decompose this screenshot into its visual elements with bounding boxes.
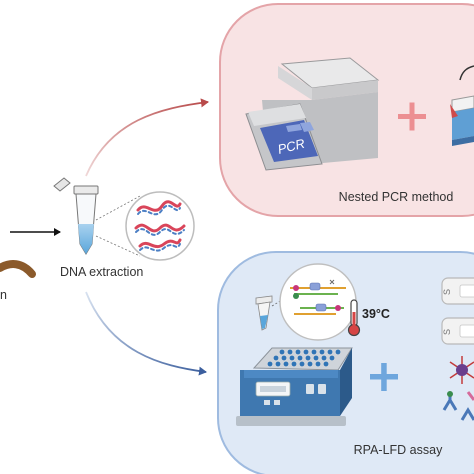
microtube-icon <box>255 295 273 331</box>
left-partial-label: n <box>0 288 7 302</box>
to-nested-pcr-arrow <box>85 98 209 177</box>
tube-icon <box>53 177 99 255</box>
rpa-lfd-label: RPA-LFD assay <box>354 443 443 457</box>
strip-mark-2: S <box>442 329 452 335</box>
temperature-label: 39°C <box>362 307 390 321</box>
sample-icon <box>0 260 36 278</box>
reaction-magnifier-icon <box>279 263 357 341</box>
thermometer-icon <box>347 299 361 337</box>
pcr-machine-icon <box>245 57 380 171</box>
dna-extraction-label: DNA extraction <box>60 265 143 279</box>
heat-block-icon <box>236 347 353 426</box>
plate-icon <box>450 65 474 146</box>
plus-icon <box>370 363 398 391</box>
antibody-icon <box>442 356 474 421</box>
nested-pcr-panel: PCR Nested PCR method <box>219 3 474 217</box>
dna-helix-icon <box>125 191 195 261</box>
nested-pcr-label: Nested PCR method <box>339 190 454 204</box>
pcr-device-label: PCR <box>276 136 306 157</box>
rpa-lfd-panel: 39°C S S RPA-LFD assa <box>217 251 474 474</box>
plus-icon <box>398 102 426 131</box>
zoom-line-top <box>95 195 141 221</box>
strip-mark-1: S <box>442 289 452 295</box>
test-strip-icon <box>441 277 474 345</box>
to-rpa-lfd-arrow <box>85 291 207 376</box>
zoom-line-bottom <box>95 235 141 257</box>
